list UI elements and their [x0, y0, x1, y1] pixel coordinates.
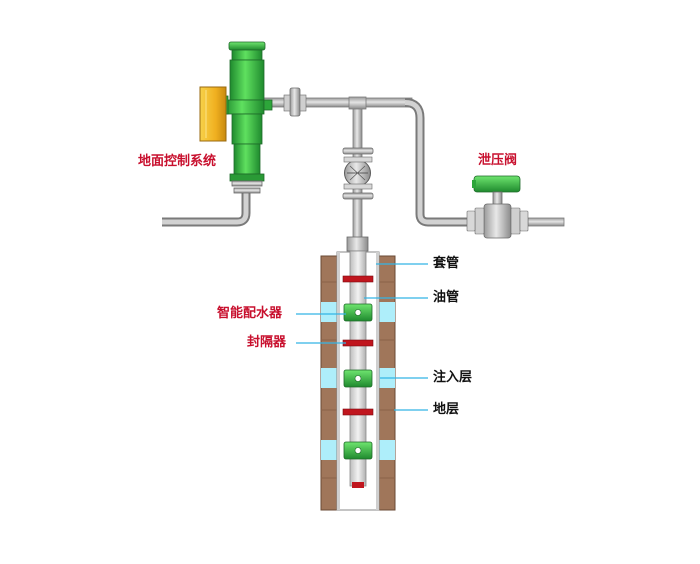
smart-distributor	[343, 303, 373, 322]
smart-distributors	[343, 303, 373, 460]
label-smart-distributor: 智能配水器	[217, 306, 283, 321]
label-formation: 地层	[433, 402, 460, 417]
surface-piping	[162, 87, 565, 252]
leader-lines	[296, 263, 428, 411]
label-injection-layer: 注入层	[433, 370, 473, 385]
surface-control-system	[199, 41, 273, 194]
label-surface-control-system: 地面控制系统	[138, 154, 217, 169]
packer	[342, 339, 374, 347]
smart-distributor	[343, 369, 373, 388]
label-packer: 封隔器	[247, 335, 287, 350]
label-relief-valve: 泄压阀	[478, 153, 518, 168]
packer	[342, 275, 374, 283]
relief-valve	[466, 175, 529, 239]
packer	[342, 408, 374, 416]
smart-distributor	[343, 441, 373, 460]
label-tubing: 油管	[433, 290, 460, 305]
label-casing: 套管	[433, 256, 460, 271]
